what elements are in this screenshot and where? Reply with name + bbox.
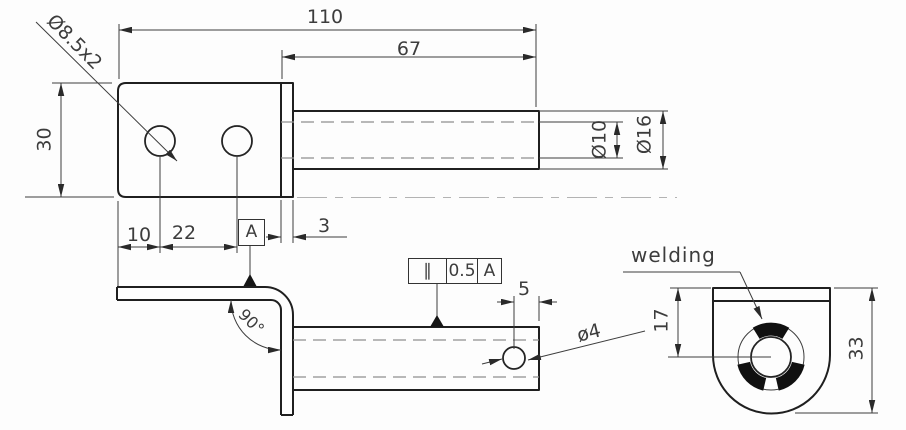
plate-hole-left [144,125,176,157]
bracket-outer-profile [117,286,294,415]
leader-d4 [527,330,646,361]
dim-text-shaft-outer-dia: Ø16 [633,114,656,155]
end-view [623,271,878,415]
small-hole [502,346,526,370]
front-view [25,21,677,287]
leader-welding [739,271,763,320]
datum-feature-box: A [238,219,265,246]
fcf-triangle-icon [430,315,444,327]
dim-text-overall-height: 33 [845,336,868,361]
leader-hole-callout [35,21,178,162]
dim-text-plate-height: 30 [33,127,56,152]
fcf-tolerance: 0.5 [447,258,478,284]
fcf-symbol: ∥ [408,258,447,284]
dim-text-shaft-length: 67 [396,38,422,60]
leader-d4-left-arrow [481,358,503,366]
weld-segment-top [752,322,790,340]
dim-text-shaft-inner-dia: Ø10 [588,119,611,160]
dim-text-hole1-offset: 10 [126,224,152,246]
end-view-outline [712,287,831,415]
weld-segment-left [737,361,767,391]
dim-text-center-offset: 17 [650,308,673,333]
plate-hole-right [221,125,253,157]
angle-arc [227,299,282,354]
plate-outline [117,82,294,198]
datum-triangle-icon [243,274,257,287]
side-view [116,284,646,416]
tube-side-outline [293,326,540,391]
weld-segment-right [775,361,805,391]
feature-control-frame: ∥ 0.5 A [408,258,502,284]
dim-text-hole-edge-offset: 5 [517,278,531,300]
shaft-outline [293,110,540,170]
dim-text-total-width: 110 [306,6,344,28]
dim-text-flange-thickness: 3 [317,215,331,237]
label-welding: welding [631,243,716,267]
fcf-datum-ref: A [478,258,502,284]
dim-text-hole-pitch: 22 [171,222,197,244]
